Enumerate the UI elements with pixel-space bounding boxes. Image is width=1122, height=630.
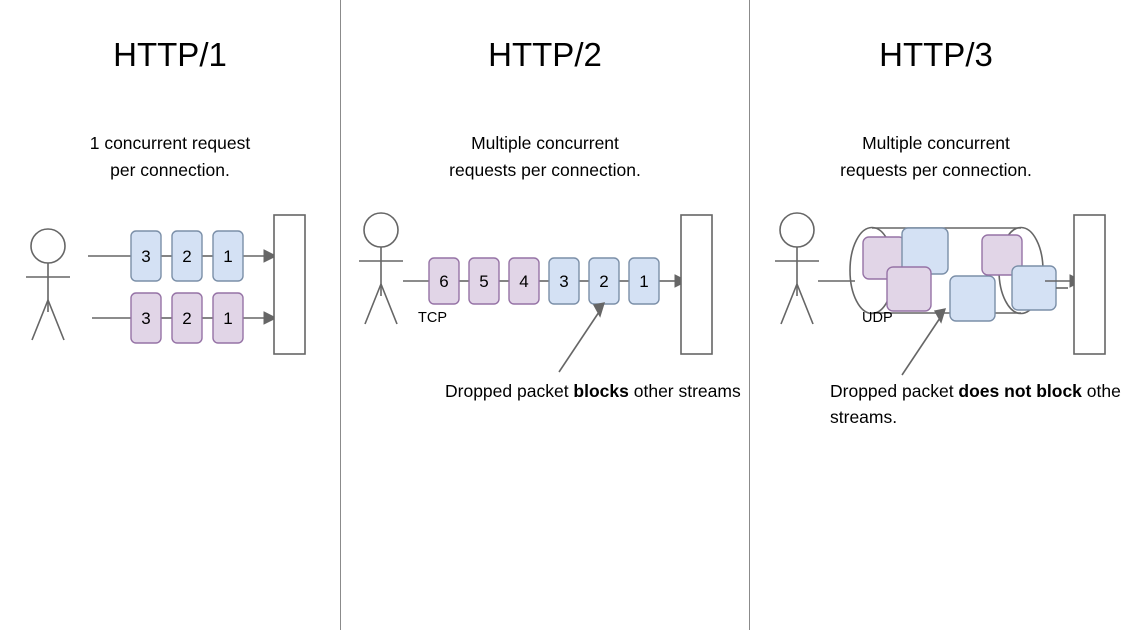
server-rect — [1073, 214, 1106, 355]
client-stick-figure — [359, 212, 403, 325]
panel-http1-title: HTTP/1 — [113, 36, 227, 73]
http1-diagram: 3 2 1 3 — [26, 214, 306, 355]
svg-text:3: 3 — [559, 272, 568, 291]
packet-top-2: 2 — [171, 230, 203, 282]
svg-text:3: 3 — [141, 247, 150, 266]
packet-4: 4 — [508, 257, 540, 305]
packet-bottom-1: 1 — [212, 292, 244, 344]
svg-text:2: 2 — [599, 272, 608, 291]
caption-part-2: other streams. — [830, 381, 1122, 427]
callout-arrow — [901, 308, 947, 376]
caption-part-1: blocks — [573, 381, 629, 401]
svg-text:1: 1 — [223, 247, 232, 266]
svg-text:5: 5 — [479, 272, 488, 291]
panel-http1-subtitle: 1 concurrent request per connection. — [89, 133, 251, 180]
svg-text:4: 4 — [519, 272, 528, 291]
panel-http2-subtitle: Multiple concurrent requests per connect… — [449, 133, 641, 180]
panel-http2-title: HTTP/2 — [488, 36, 602, 73]
packet-bottom-3: 3 — [130, 292, 162, 344]
packet-3: 3 — [548, 257, 580, 305]
caption-part-2: other streams — [628, 381, 741, 401]
panel-http1: HTTP/1 1 concurrent request per connecti… — [0, 0, 340, 630]
client-stick-figure — [775, 212, 819, 325]
server-rect — [680, 214, 713, 355]
connection-top-arrowhead — [263, 249, 278, 263]
packet-2: 2 — [588, 257, 620, 305]
svg-text:6: 6 — [439, 272, 448, 291]
svg-text:2: 2 — [182, 247, 191, 266]
panel-http2: HTTP/2 Multiple concurrent requests per … — [341, 0, 749, 630]
caption-http3: Dropped packet does not block other stre… — [830, 378, 1122, 430]
panel-http3-subtitle: Multiple concurrent requests per connect… — [840, 133, 1032, 180]
protocol-label-udp: UDP — [862, 310, 893, 326]
connection-bottom-arrowhead — [263, 311, 278, 325]
http2-diagram: 6 5 4 3 2 1 — [359, 212, 713, 373]
packet-bottom-2: 2 — [171, 292, 203, 344]
panel-http3: HTTP/3 Multiple concurrent requests per … — [750, 0, 1122, 630]
svg-text:3: 3 — [141, 309, 150, 328]
caption-http2: Dropped packet blocks other streams — [445, 378, 745, 404]
packet-cyl-6 — [1011, 265, 1057, 311]
server-rect — [273, 214, 306, 355]
client-stick-figure — [26, 228, 70, 341]
packet-top-1: 1 — [212, 230, 244, 282]
packet-cyl-5 — [981, 234, 1023, 276]
packet-6: 6 — [428, 257, 460, 305]
callout-arrow — [558, 302, 606, 373]
panel-divider-1 — [340, 0, 341, 630]
svg-text:1: 1 — [223, 309, 232, 328]
svg-text:1: 1 — [639, 272, 648, 291]
packet-1: 1 — [628, 257, 660, 305]
caption-part-0: Dropped packet — [445, 381, 574, 401]
packet-top-3: 3 — [130, 230, 162, 282]
caption-part-1: does not block — [958, 381, 1082, 401]
panel-divider-2 — [749, 0, 750, 630]
svg-text:2: 2 — [182, 309, 191, 328]
packet-cyl-3 — [886, 266, 932, 312]
packet-5: 5 — [468, 257, 500, 305]
udp-cylinder — [849, 226, 1044, 315]
packet-cyl-4 — [949, 275, 996, 322]
panel-http3-title: HTTP/3 — [879, 36, 993, 73]
http3-diagram — [775, 212, 1106, 376]
protocol-label-tcp: TCP — [418, 310, 447, 326]
caption-part-0: Dropped packet — [830, 381, 959, 401]
